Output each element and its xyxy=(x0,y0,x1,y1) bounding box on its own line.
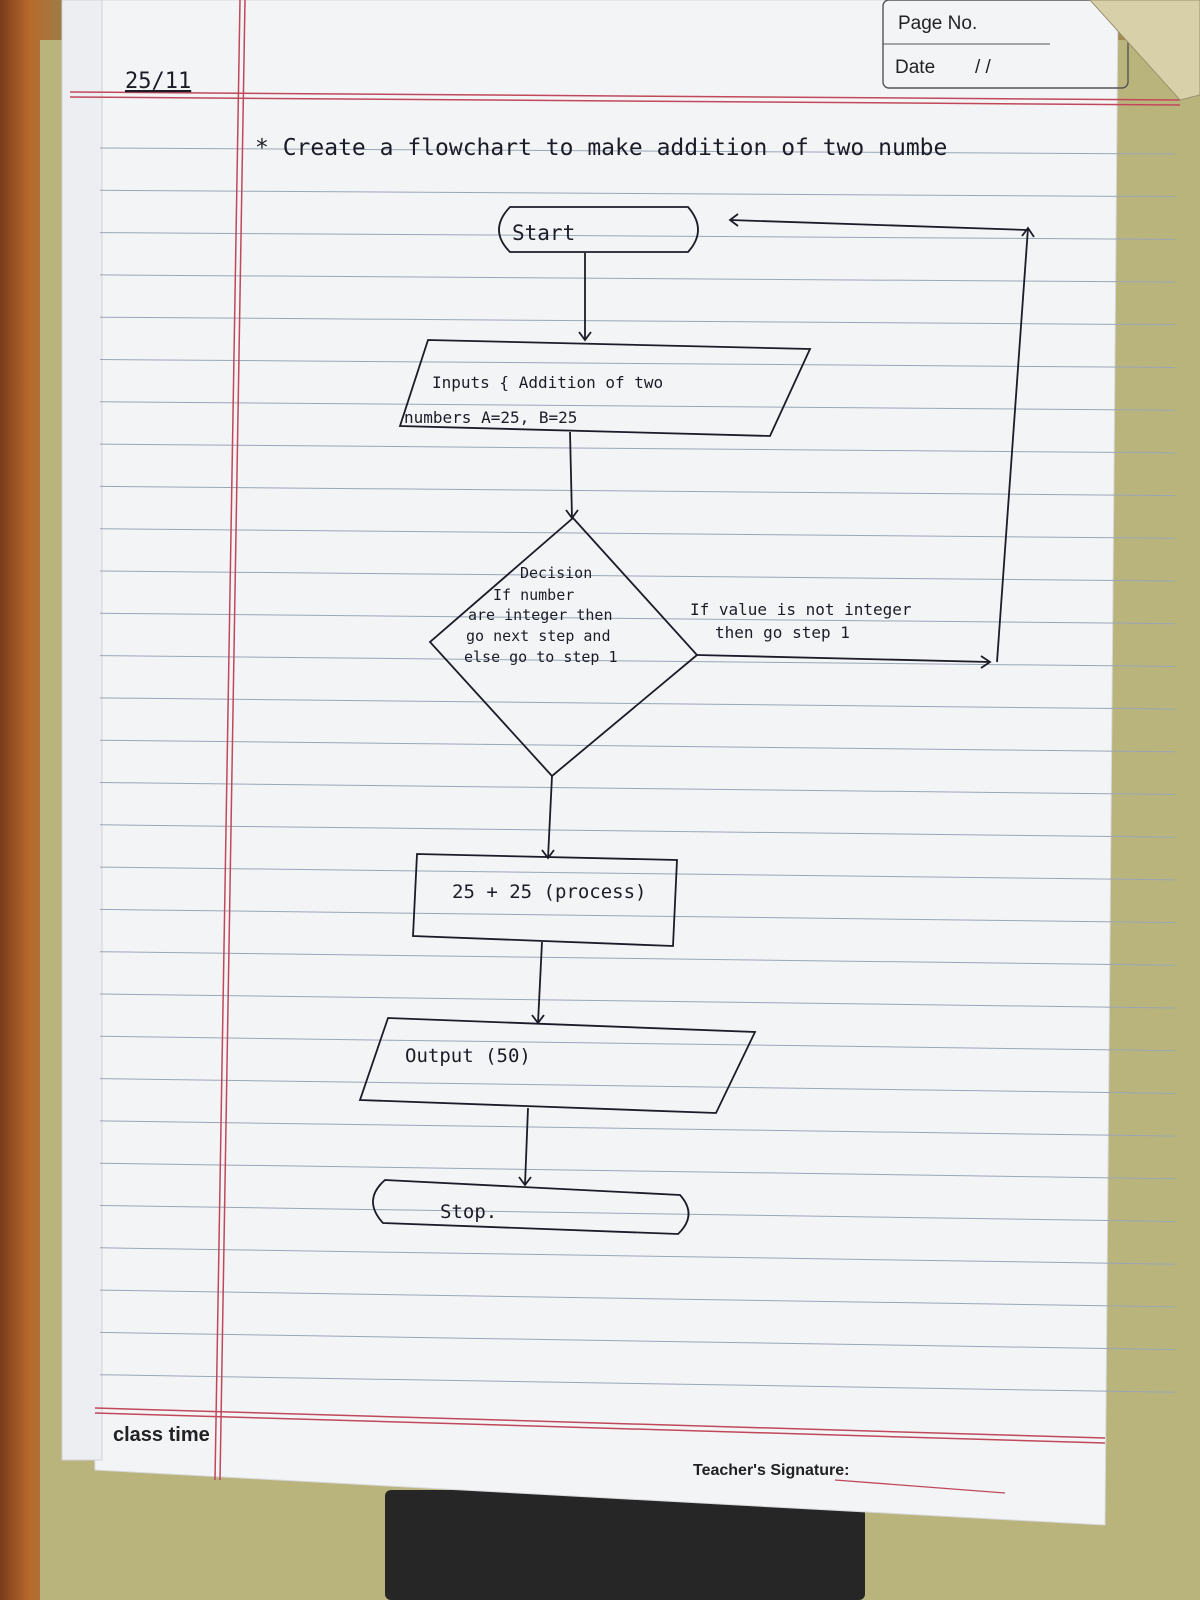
ruled-line xyxy=(99,1120,1176,1137)
ruled-line xyxy=(99,1162,1176,1180)
start-label: Start xyxy=(512,221,575,245)
ruled-line xyxy=(99,485,1176,497)
date-label: Date xyxy=(895,57,935,78)
input-parallelogram xyxy=(398,339,812,437)
class-time-label: class time xyxy=(113,1424,210,1446)
ruled-line xyxy=(99,443,1176,454)
ruled-line xyxy=(99,1205,1176,1222)
pencil-icon xyxy=(1089,0,1200,101)
ruled-line xyxy=(99,782,1176,795)
ruled-line xyxy=(99,1035,1176,1052)
ruled-line xyxy=(99,1331,1176,1351)
ruled-line xyxy=(99,401,1176,411)
ruled-line xyxy=(99,570,1176,582)
output-label: Output (50) xyxy=(405,1045,531,1067)
branch-arrow-right xyxy=(696,654,991,663)
ruled-line xyxy=(99,359,1176,368)
ruled-line xyxy=(99,232,1176,240)
arrow-process-output xyxy=(537,941,543,1024)
page-date-box: Page No. Date / / xyxy=(882,0,1129,89)
decision-line5: else go to step 1 xyxy=(464,648,618,666)
ruled-line xyxy=(99,274,1176,283)
decision-line2: If number xyxy=(493,586,574,604)
arrow-decision-process xyxy=(547,775,553,859)
process-label: 25 + 25 (process) xyxy=(452,881,646,903)
page-no-label: Page No. xyxy=(898,13,977,34)
ruled-line xyxy=(99,908,1176,924)
stop-label: Stop. xyxy=(440,1201,497,1223)
ruled-line xyxy=(99,824,1176,838)
input-line2: numbers A=25, B=25 xyxy=(404,408,577,427)
signature-line xyxy=(834,1479,1006,1494)
ruled-line xyxy=(99,655,1176,667)
date-slashes: / / xyxy=(975,57,992,78)
note-date: 25/11 xyxy=(125,69,191,94)
decision-line3: are integer then xyxy=(468,606,613,624)
ruled-line xyxy=(99,189,1176,198)
ruled-line xyxy=(99,1247,1176,1265)
start-terminator xyxy=(498,206,699,253)
ruled-line xyxy=(99,739,1176,753)
ruled-line xyxy=(99,316,1176,326)
ruled-line xyxy=(99,993,1176,1009)
output-parallelogram xyxy=(358,1017,757,1114)
flowchart xyxy=(358,206,1035,1235)
decision-line1: Decision xyxy=(520,564,592,582)
ruled-line xyxy=(99,612,1176,625)
ruled-line xyxy=(99,866,1176,881)
ruled-line xyxy=(99,951,1176,966)
loop-line-back xyxy=(729,219,1029,231)
branch-line2: then go step 1 xyxy=(715,623,850,642)
page-title: * Create a flowchart to make addition of… xyxy=(255,135,947,161)
stop-terminator xyxy=(372,1179,690,1235)
arrow-output-stop xyxy=(524,1107,529,1186)
arrow-input-decision xyxy=(569,431,573,519)
ruled-line xyxy=(99,1289,1176,1308)
paper-sheet xyxy=(61,0,1119,1526)
input-line1: Inputs { Addition of two xyxy=(432,373,663,392)
branch-line1: If value is not integer xyxy=(690,600,912,619)
ruled-line xyxy=(99,1078,1176,1094)
loop-line-up xyxy=(996,227,1029,663)
teacher-signature-label: Teacher's Signature: xyxy=(693,1462,849,1479)
ruled-line xyxy=(99,147,1176,155)
ruled-line xyxy=(99,528,1176,539)
header-rule xyxy=(69,91,1181,1444)
flowchart-text: Start Inputs { Addition of two numbers A… xyxy=(404,221,912,1223)
ruled-lines xyxy=(99,147,1176,1393)
process-rectangle xyxy=(412,853,678,947)
decision-line4: go next step and xyxy=(466,627,611,645)
margin-lines xyxy=(214,0,246,1481)
clipboard-clip xyxy=(385,1490,865,1600)
ruled-line xyxy=(99,1374,1176,1393)
